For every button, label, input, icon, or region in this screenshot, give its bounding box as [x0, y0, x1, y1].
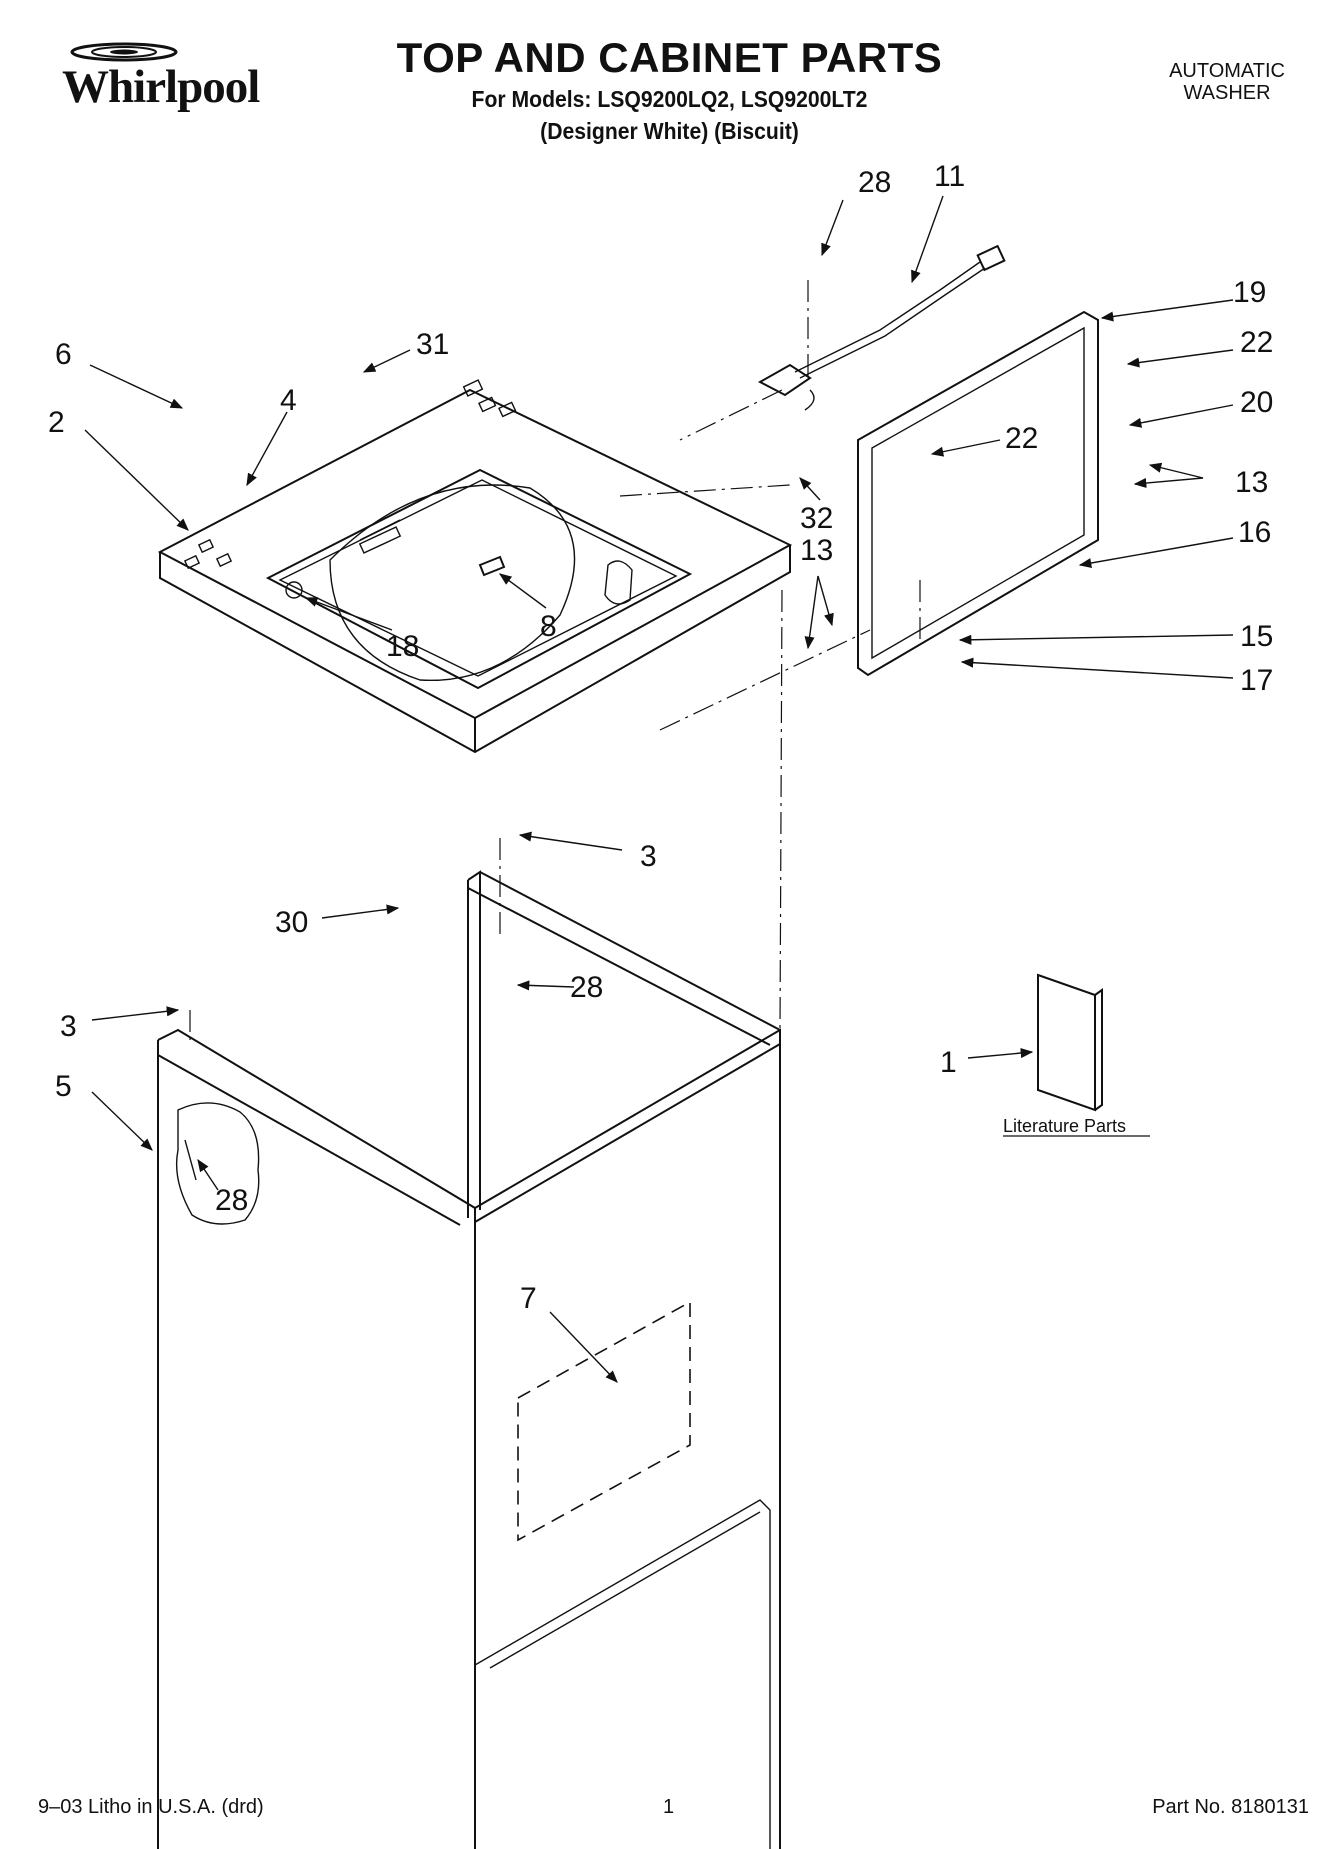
page-title: TOP AND CABINET PARTS: [396, 34, 943, 81]
callout-13-left: 13: [800, 534, 833, 567]
callout-13-right: 13: [1235, 466, 1268, 499]
lid-frame: [857, 310, 1099, 677]
literature-parts-caption: Literature Parts: [1003, 1116, 1126, 1136]
callout-32: 32: [800, 502, 833, 535]
callout-18: 18: [386, 630, 419, 663]
product-type: AUTOMATIC WASHER: [1169, 60, 1285, 104]
product-line-2: WASHER: [1183, 82, 1271, 104]
callout-22-right: 22: [1240, 326, 1273, 359]
callout-5: 5: [55, 1070, 72, 1103]
callout-3-top: 3: [640, 840, 657, 873]
callout-labels: 28 11 19 22 31 6 4 2 20 22 13 16 32 13 8…: [48, 160, 1273, 1315]
footer-part-number: Part No. 8180131: [1152, 1796, 1309, 1818]
callout-22-left: 22: [1005, 422, 1038, 455]
lid-switch-harness: [757, 244, 1006, 411]
callout-16: 16: [1238, 516, 1271, 549]
cabinet-cutaway: [175, 1102, 260, 1225]
callout-2: 2: [48, 406, 65, 439]
callout-6: 6: [55, 338, 72, 371]
callout-30: 30: [275, 906, 308, 939]
callout-28-mid: 28: [570, 971, 603, 1004]
callout-17: 17: [1240, 664, 1273, 697]
callout-15: 15: [1240, 620, 1273, 653]
callout-28-top: 28: [858, 166, 891, 199]
leader-lines: [84, 195, 1234, 1383]
callout-1: 1: [940, 1046, 957, 1079]
colors-line: (Designer White) (Biscuit): [540, 118, 799, 144]
footer-page-number: 1: [663, 1796, 675, 1818]
label-area: [517, 1300, 691, 1542]
callout-11: 11: [934, 160, 965, 193]
callout-4: 4: [280, 384, 297, 417]
footer-print-info: 9–03 Litho in U.S.A. (drd): [38, 1796, 264, 1818]
callout-28-cutaway: 28: [215, 1184, 248, 1217]
callout-3-left: 3: [60, 1010, 77, 1043]
logo-swirl-icon: [70, 42, 178, 62]
literature-booklet: [1037, 973, 1103, 1112]
cabinet-top-panel: [157, 379, 793, 754]
callout-8: 8: [540, 610, 557, 643]
product-line-1: AUTOMATIC: [1169, 60, 1285, 82]
models-line: For Models: LSQ9200LQ2, LSQ9200LT2: [471, 86, 868, 112]
cabinet-body: [157, 870, 781, 1849]
callout-7: 7: [520, 1282, 537, 1315]
callout-20: 20: [1240, 386, 1273, 419]
brand-name: Whirlpool: [62, 61, 260, 113]
callout-19: 19: [1233, 276, 1266, 309]
whirlpool-logo: Whirlpool: [62, 42, 260, 114]
callout-31: 31: [416, 328, 449, 361]
